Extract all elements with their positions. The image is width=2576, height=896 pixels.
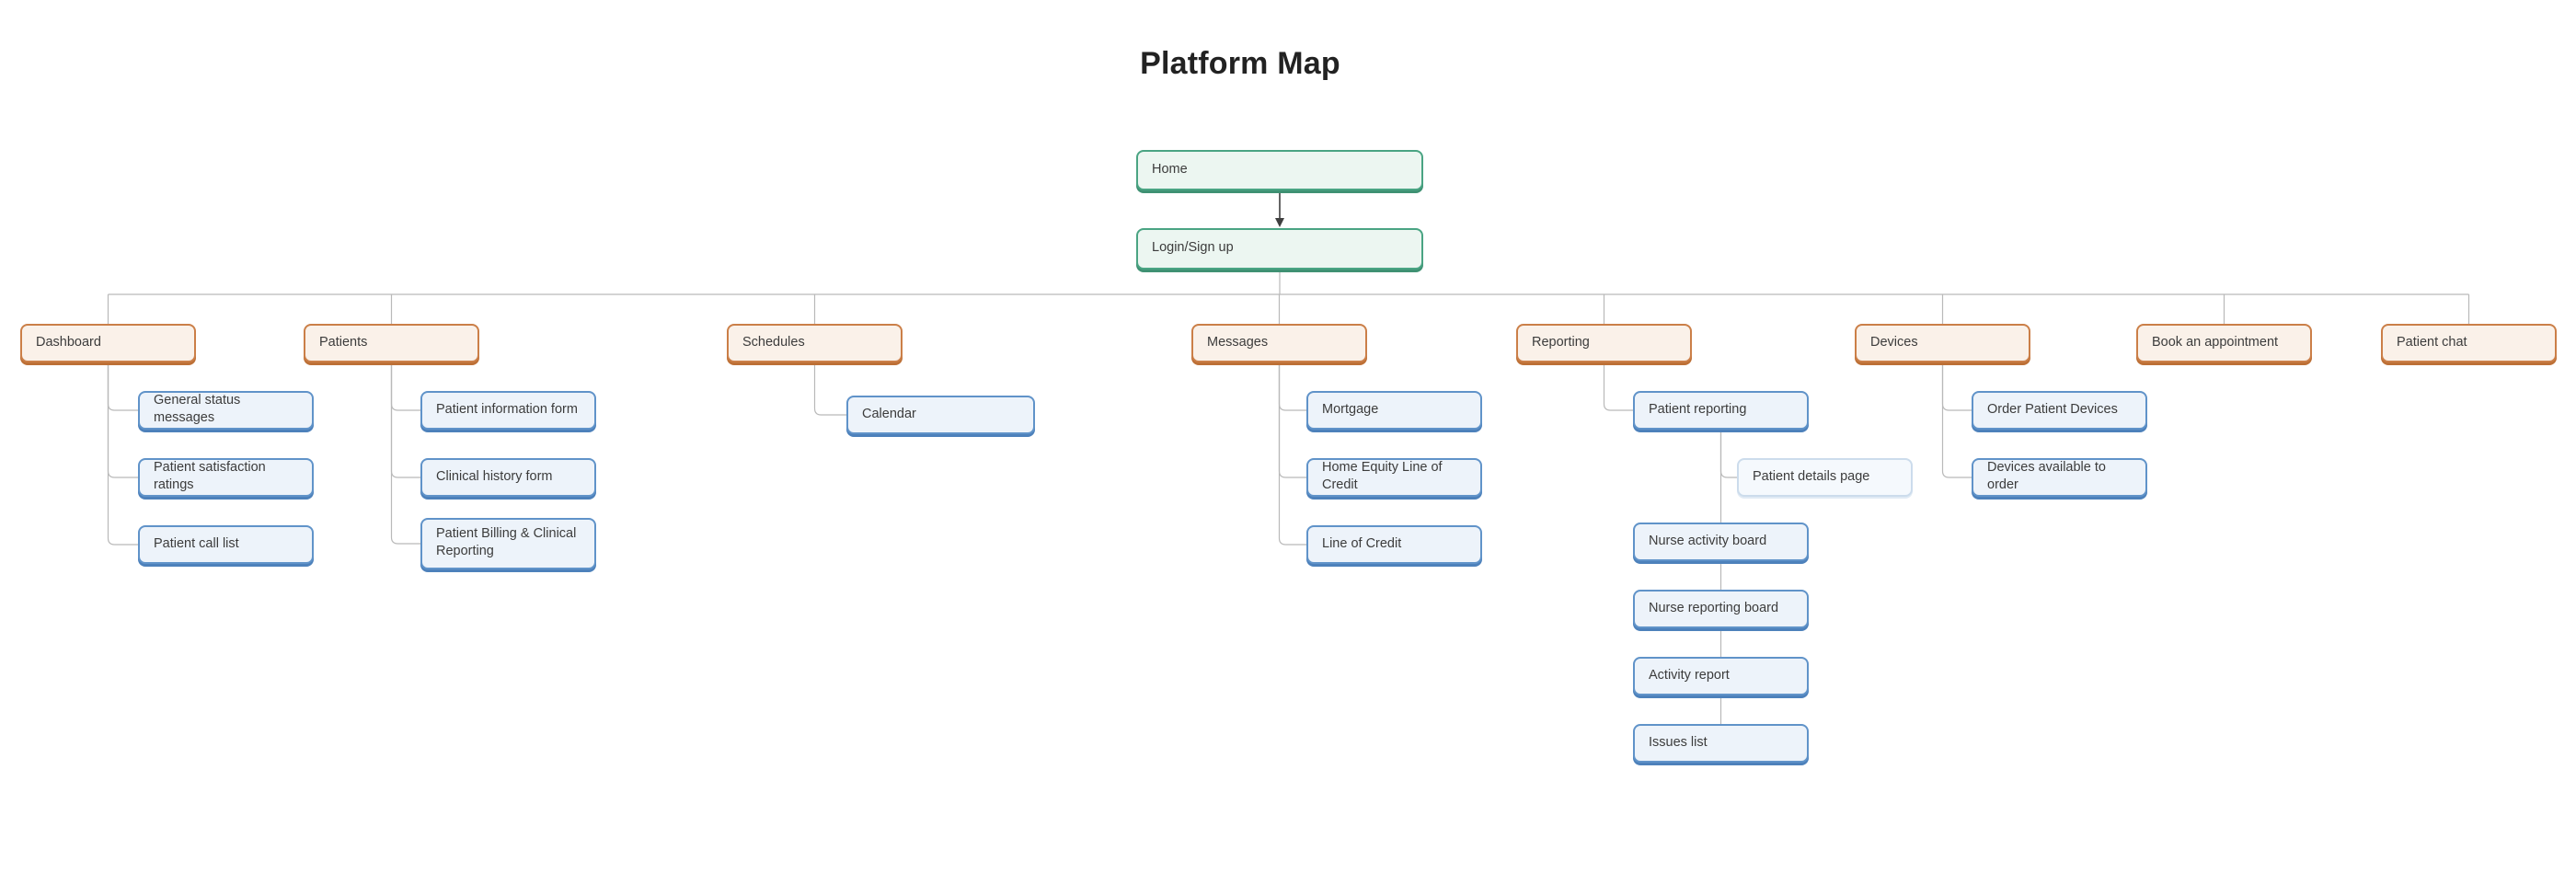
node-patient-call-list[interactable]: Patient call list [138,525,314,564]
node-patient-chat[interactable]: Patient chat [2381,324,2557,362]
node-mortgage[interactable]: Mortgage [1306,391,1482,430]
node-label: Calendar [862,406,916,421]
node-line-of-credit[interactable]: Line of Credit [1306,525,1482,564]
node-label: Devices [1870,334,1918,350]
node-label: Nurse reporting board [1649,600,1779,615]
node-label: Clinical history form [436,468,553,484]
node-patient-reporting[interactable]: Patient reporting [1633,391,1809,430]
node-patients[interactable]: Patients [304,324,479,362]
node-label: Messages [1207,334,1269,350]
node-label: Activity report [1649,667,1730,683]
node-clinical-history-form[interactable]: Clinical history form [420,458,596,497]
node-issues-list[interactable]: Issues list [1633,724,1809,763]
node-label: Home Equity Line of Credit [1322,460,1443,492]
node-label: Patient Billing & Clinical Reporting [436,526,577,558]
node-label: Patients [319,334,368,350]
node-home-equity-line-of-credit[interactable]: Home Equity Line of Credit [1306,458,1482,497]
page-title: Platform Map [1140,46,1340,81]
node-label: Dashboard [36,334,101,350]
node-patient-billing[interactable]: Patient Billing & Clinical Reporting [420,518,596,569]
node-label: Home [1152,161,1188,177]
node-label: Patient chat [2397,334,2467,350]
node-book-appointment[interactable]: Book an appointment [2136,324,2312,362]
node-activity-report[interactable]: Activity report [1633,657,1809,695]
node-order-patient-devices[interactable]: Order Patient Devices [1972,391,2147,430]
node-label: Devices available to order [1987,460,2106,492]
node-messages[interactable]: Messages [1191,324,1367,362]
node-label: Patient details page [1753,468,1870,484]
node-login[interactable]: Login/Sign up [1136,228,1423,270]
node-label: Nurse activity board [1649,533,1767,548]
node-schedules[interactable]: Schedules [727,324,903,362]
node-label: Login/Sign up [1152,240,1234,256]
node-label: Book an appointment [2152,334,2279,350]
node-label: Patient satisfaction ratings [154,460,266,492]
node-patient-satisfaction-ratings[interactable]: Patient satisfaction ratings [138,458,314,497]
node-devices[interactable]: Devices [1855,324,2030,362]
node-label: Order Patient Devices [1987,401,2118,417]
node-dashboard[interactable]: Dashboard [20,324,196,362]
node-label: Patient call list [154,535,239,551]
node-label: Line of Credit [1322,535,1402,551]
node-reporting[interactable]: Reporting [1516,324,1692,362]
node-nurse-reporting-board[interactable]: Nurse reporting board [1633,590,1809,628]
node-label: Mortgage [1322,401,1379,417]
node-calendar[interactable]: Calendar [846,396,1035,434]
node-patient-information-form[interactable]: Patient information form [420,391,596,430]
node-nurse-activity-board[interactable]: Nurse activity board [1633,523,1809,561]
node-label: Patient reporting [1649,401,1747,417]
node-general-status-messages[interactable]: General status messages [138,391,314,430]
node-label: Schedules [742,334,805,350]
node-home[interactable]: Home [1136,150,1423,190]
node-label: Issues list [1649,734,1708,750]
node-devices-available-to-order[interactable]: Devices available to order [1972,458,2147,497]
node-label: Patient information form [436,401,578,417]
node-label: Reporting [1532,334,1590,350]
node-patient-details-page[interactable]: Patient details page [1737,458,1913,497]
node-label: General status messages [154,393,241,425]
